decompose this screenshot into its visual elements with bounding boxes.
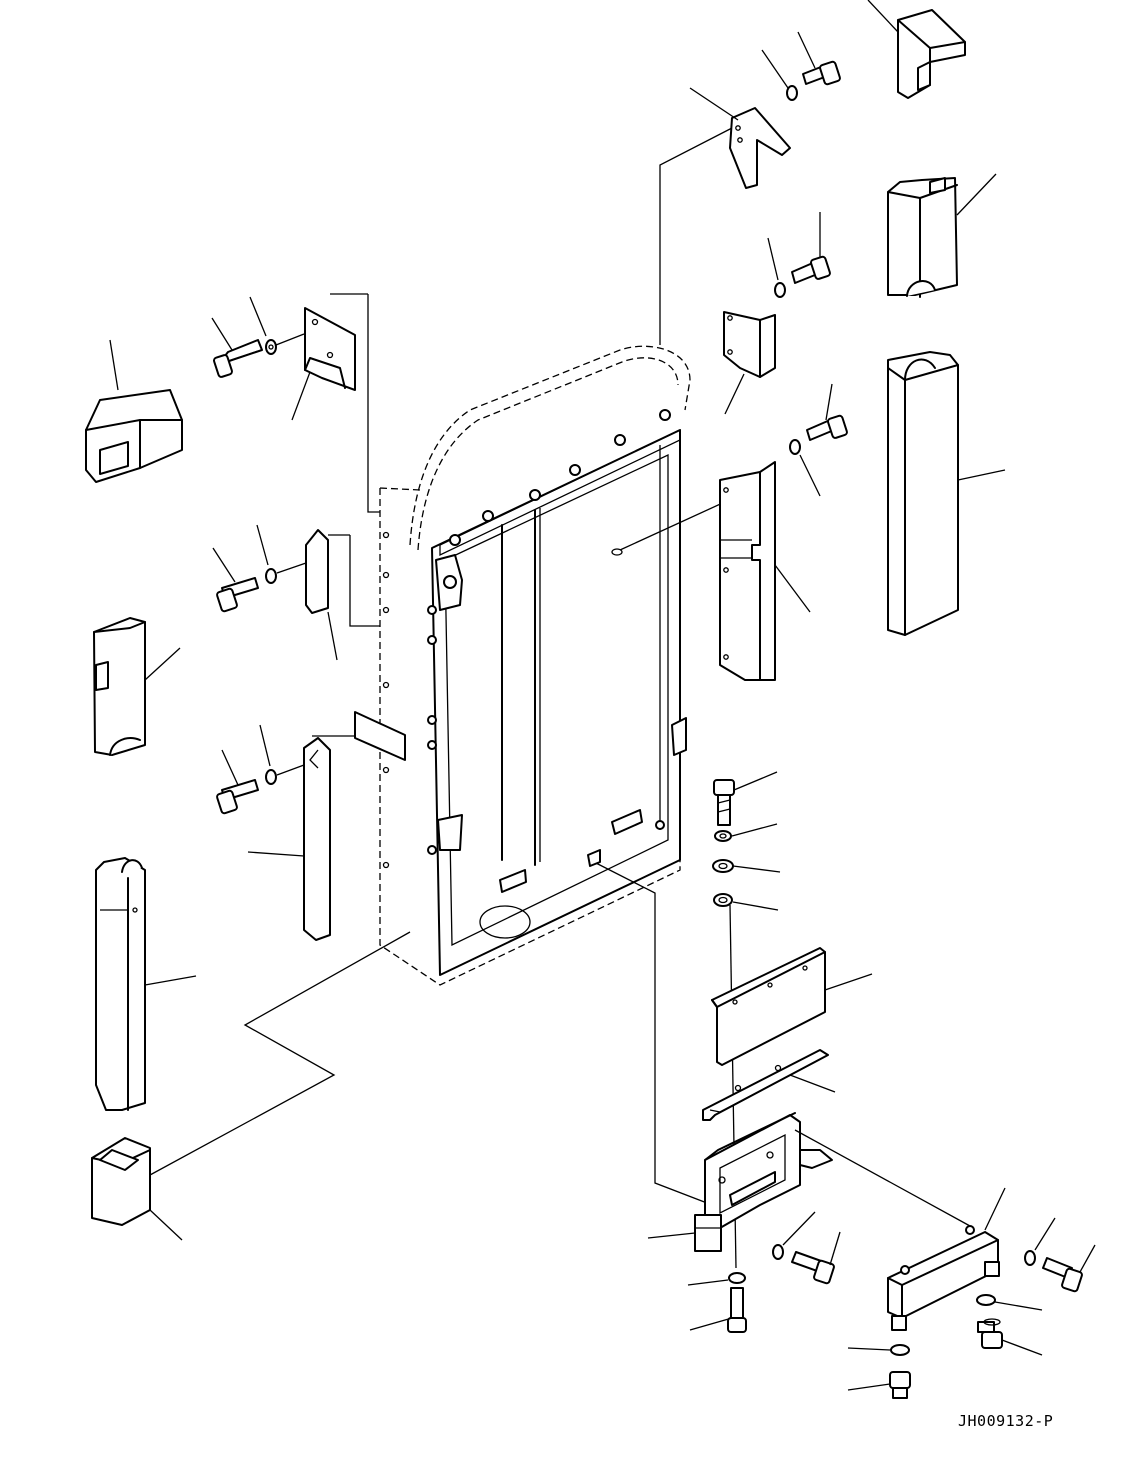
- fitting-right: [977, 1318, 1003, 1349]
- seal-block-d: [91, 1137, 151, 1226]
- radiator-frame: [379, 345, 691, 986]
- bolt-far-right: [1042, 1257, 1083, 1293]
- bolt-mid-right: [791, 255, 831, 284]
- bolt-bottom-mid: [791, 1251, 835, 1285]
- lower-bracket: [694, 1112, 833, 1252]
- bolt-top-right: [802, 60, 841, 86]
- bolt-vertical: [713, 779, 735, 826]
- bolt-lower-right: [806, 414, 848, 441]
- drawing-code: JH009132-P: [958, 1412, 1054, 1430]
- seal-block-a: [85, 389, 183, 483]
- seal-block-b: [93, 617, 146, 756]
- bolt-1: [213, 339, 263, 378]
- fitting-left: [889, 1371, 911, 1399]
- seal-block-c: [95, 857, 146, 1111]
- oil-cooler: [887, 1225, 1000, 1331]
- bolt-2: [216, 577, 259, 613]
- bolt-bottom: [727, 1287, 747, 1333]
- seal-block-e: [897, 9, 966, 99]
- seal-block-f: [887, 177, 958, 298]
- seal-block-g: [887, 351, 959, 636]
- bolt-3: [216, 779, 259, 815]
